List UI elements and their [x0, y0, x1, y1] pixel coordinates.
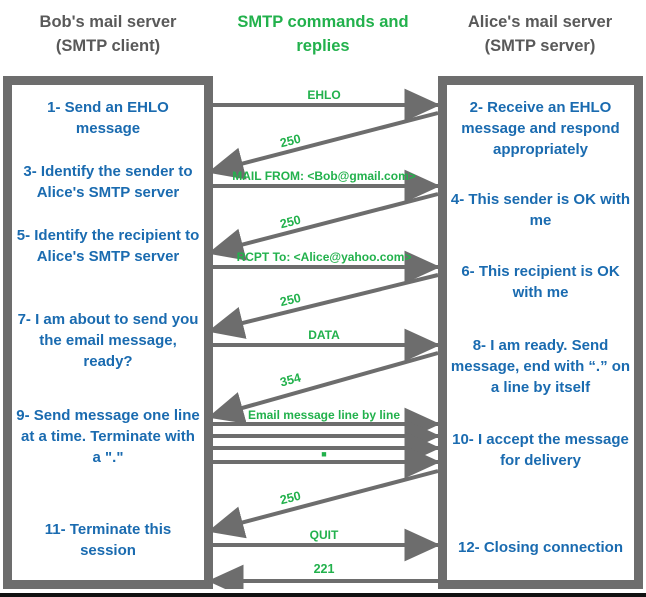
label-quit: QUIT — [309, 528, 339, 542]
header-client-line1: Bob's mail server — [39, 13, 177, 31]
server-step-10: 10- I accept the message for delivery — [452, 431, 629, 469]
arrow-354 — [207, 351, 439, 424]
header-server: Alice's mail server (SMTP server) — [434, 10, 646, 58]
client-step-9: 9- Send message one line at a time. Term… — [16, 407, 200, 466]
client-step-5: 5- Identify the recipient to Alice's SMT… — [16, 227, 200, 265]
client-panel-inner: 1- Send an EHLO message 3- Identify the … — [12, 85, 204, 580]
label-mail-from: MAIL FROM: <Bob@gmail.com> — [232, 169, 416, 183]
label-221: 221 — [313, 562, 335, 576]
label-email-body: Email message line by line — [247, 408, 401, 422]
client-step-1: 1- Send an EHLO message — [47, 99, 169, 137]
bottom-strip — [0, 593, 646, 597]
header-server-line2: (SMTP server) — [484, 37, 596, 55]
header-client-line2: (SMTP client) — [55, 37, 161, 55]
arrow-250-d — [207, 469, 439, 539]
message-flow-area: EHLO 250 MAIL FROM: <Bob@gmail.com> 250 … — [204, 76, 444, 589]
server-panel: 2- Receive an EHLO message and respond a… — [438, 76, 643, 589]
server-step-2: 2- Receive an EHLO message and respond a… — [461, 99, 620, 158]
header-middle-line2: replies — [296, 37, 350, 55]
header-server-line1: Alice's mail server — [467, 13, 613, 31]
label-terminating-dot: ■ — [321, 449, 327, 459]
label-data: DATA — [308, 328, 340, 342]
arrow-250-c — [207, 273, 439, 339]
arrow-layer — [207, 88, 441, 589]
arrow-250-b — [207, 192, 439, 261]
server-step-4: 4- This sender is OK with me — [450, 191, 631, 229]
client-step-11: 11- Terminate this session — [44, 521, 172, 559]
client-step-3: 3- Identify the sender to Alice's SMTP s… — [23, 163, 193, 201]
server-step-6: 6- This recipient is OK with me — [461, 263, 620, 301]
server-panel-inner: 2- Receive an EHLO message and respond a… — [447, 85, 634, 580]
arrow-250-a — [207, 111, 439, 180]
client-panel: 1- Send an EHLO message 3- Identify the … — [3, 76, 213, 589]
server-step-12: 12- Closing connection — [457, 539, 623, 556]
label-rcpt-to: RCPT To: <Alice@yahoo.com> — [236, 250, 412, 264]
header-client: Bob's mail server (SMTP client) — [2, 10, 214, 58]
server-step-8: 8- I am ready. Send message, end with “.… — [450, 337, 631, 396]
header-middle: SMTP commands and replies — [214, 10, 432, 58]
header-middle-line1: SMTP commands and — [237, 13, 409, 31]
label-ehlo: EHLO — [307, 88, 341, 102]
client-step-7: 7- I am about to send you the email mess… — [17, 311, 199, 370]
